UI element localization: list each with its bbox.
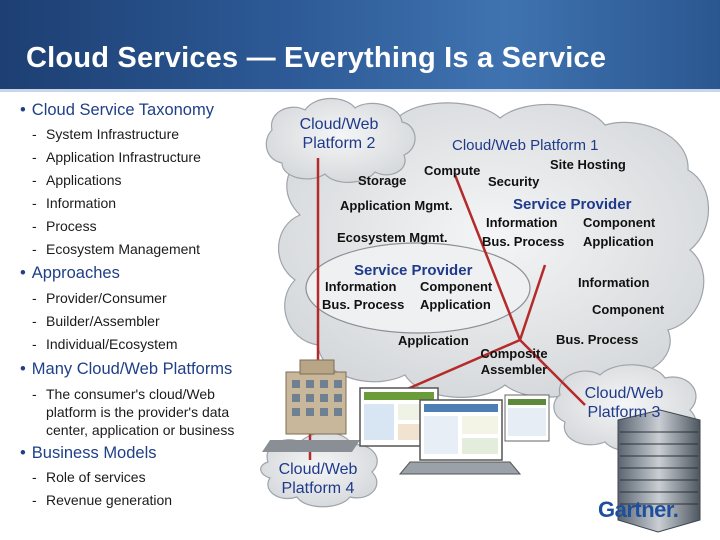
- sub-builder-assembler: -Builder/Assembler: [32, 313, 160, 329]
- arrow-info-composite: [518, 264, 547, 341]
- bullet-taxonomy: •Cloud Service Taxonomy: [20, 101, 214, 119]
- sub-applications: -Applications: [32, 172, 122, 188]
- cloud-service-provider: [305, 242, 531, 334]
- sub-consumer-platform-2: platform is the provider's data: [46, 404, 230, 420]
- slide-title: Cloud Services — Everything Is a Service: [26, 42, 607, 74]
- label-sp-right-information: Information: [486, 215, 558, 230]
- office-building-image: [262, 359, 360, 452]
- label-sp-right-component: Component: [583, 215, 656, 230]
- label-component: Component: [592, 302, 665, 317]
- label-sp-center-component: Component: [420, 279, 493, 294]
- sub-provider-consumer: -Provider/Consumer: [32, 290, 167, 306]
- gartner-logo: Gartner.: [598, 497, 679, 522]
- bullet-many-platforms: •Many Cloud/Web Platforms: [20, 360, 233, 378]
- label-sp-center-bus-process: Bus. Process: [322, 297, 405, 312]
- arrow-composite-platform3: [519, 339, 586, 406]
- sub-application-infrastructure: -Application Infrastructure: [32, 149, 201, 165]
- bullet-approaches: •Approaches: [20, 264, 120, 282]
- label-storage: Storage: [358, 173, 407, 188]
- sub-information: -Information: [32, 195, 117, 211]
- label-service-provider-right: Service Provider: [513, 196, 632, 213]
- sub-revenue-generation: -Revenue generation: [32, 492, 173, 508]
- sub-individual-ecosystem: -Individual/Ecosystem: [32, 336, 178, 352]
- sub-role-of-services: -Role of services: [32, 469, 146, 485]
- arrow-platform1-composite: [453, 174, 522, 341]
- server-tower-image: [617, 409, 701, 533]
- sub-process: -Process: [32, 218, 97, 234]
- label-security: Security: [488, 174, 540, 189]
- label-information: Information: [578, 275, 650, 290]
- label-app-mgmt: Application Mgmt.: [340, 198, 453, 213]
- label-bus-process: Bus. Process: [556, 332, 639, 347]
- label-sp-center-application: Application: [420, 297, 491, 312]
- label-sp-right-application: Application: [583, 234, 654, 249]
- bullet-business-models: •Business Models: [20, 444, 157, 462]
- label-sp-right-bus-process: Bus. Process: [482, 234, 565, 249]
- sub-ecosystem-management: -Ecosystem Management: [32, 241, 201, 257]
- laptop-screens-image: [359, 387, 550, 475]
- sub-consumer-platform-1: -The consumer's cloud/Web: [32, 386, 215, 402]
- title-bar: [0, 0, 720, 92]
- label-sp-center-information: Information: [325, 279, 397, 294]
- label-compute: Compute: [424, 163, 481, 178]
- label-platform-1: Cloud/Web Platform 1: [452, 137, 599, 154]
- sub-consumer-platform-3: center, application or business: [46, 422, 235, 438]
- sub-system-infrastructure: -System Infrastructure: [32, 126, 180, 142]
- label-ecosystem-mgmt: Ecosystem Mgmt.: [337, 230, 448, 245]
- cloud-platform-2: [265, 97, 416, 183]
- label-site-hosting: Site Hosting: [550, 157, 626, 172]
- label-application: Application: [398, 333, 469, 348]
- label-service-provider-center: Service Provider: [354, 262, 473, 279]
